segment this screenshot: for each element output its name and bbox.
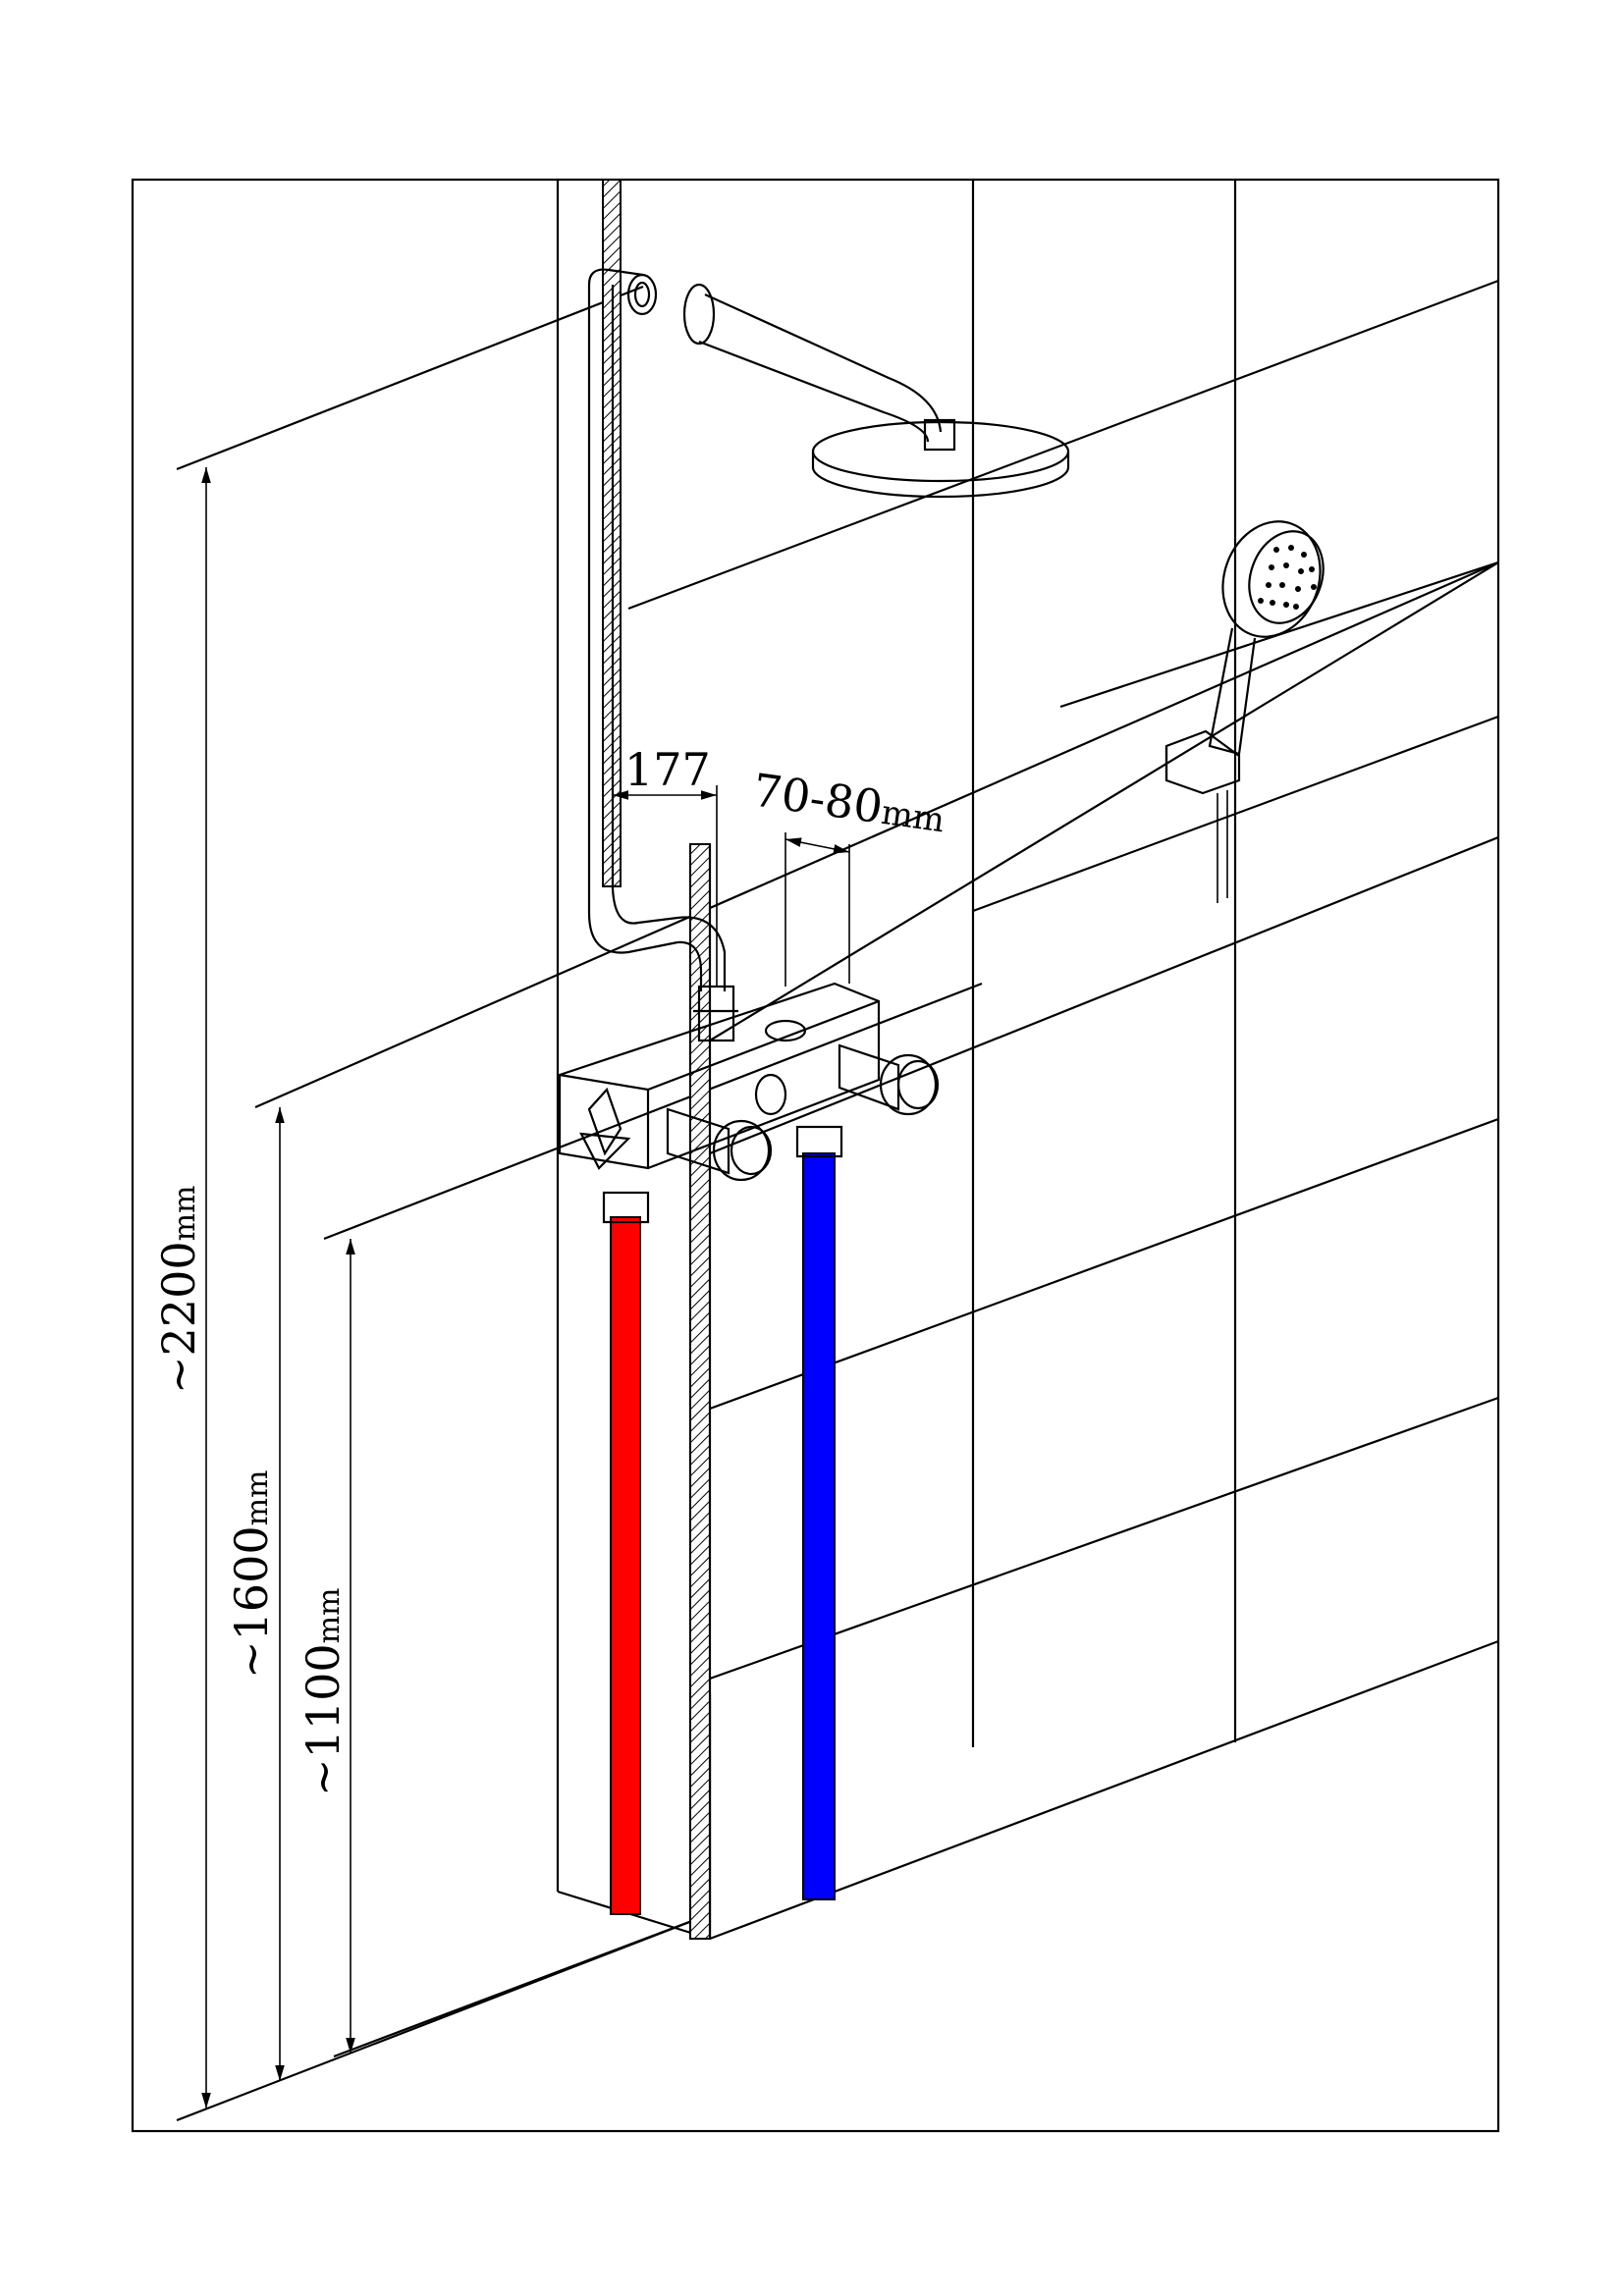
rail-offset-label: 177 (624, 743, 711, 796)
total-height-label: ~2200mm (152, 1185, 205, 1394)
hot-water-pipe (610, 1216, 641, 1915)
cold-water-pipe (802, 1152, 836, 1900)
thermostatic-mixer (558, 982, 940, 1224)
wall-distance-label: 70-80mm (749, 763, 948, 842)
drawing-frame (131, 178, 1500, 2133)
shower-riser-pipe (587, 179, 727, 991)
mixer-height-label: ~1600mm (225, 1469, 278, 1679)
hand-shower (1164, 520, 1325, 903)
rain-shower-head (682, 283, 1070, 499)
wall-tile-grid (176, 180, 1499, 2122)
lower-height-label: ~1100mm (297, 1587, 350, 1796)
dimension-lines (201, 467, 850, 2109)
